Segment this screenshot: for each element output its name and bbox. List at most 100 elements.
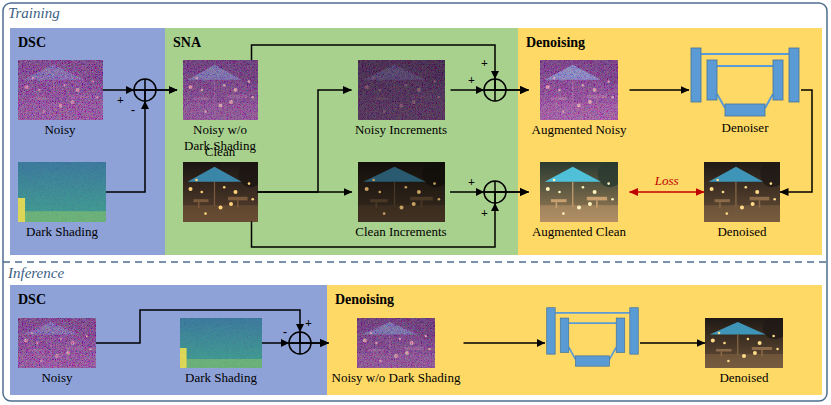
unet-bar: [707, 60, 717, 100]
sign-label: +: [481, 207, 488, 219]
photo-thumbnail: [18, 162, 106, 222]
scene-pole: [393, 182, 394, 207]
image-caption: Noisy Increments: [355, 122, 447, 138]
scene-table: [596, 200, 598, 207]
scene-light: [772, 335, 775, 338]
outer-frame: [3, 3, 827, 401]
noise-layer: [18, 318, 96, 368]
stage-panel: DSCNoisyDark Shading: [10, 285, 327, 395]
scene-table: [715, 199, 730, 202]
image-panel: Noisy: [18, 60, 103, 138]
scene-table: [193, 199, 208, 202]
scene-light: [399, 206, 403, 210]
scene-tree: [422, 162, 445, 187]
noise-layer: [18, 60, 103, 120]
image-panel: Dark Shading: [18, 162, 106, 240]
scene-umbrella: [709, 167, 764, 182]
noise-tint: [540, 60, 618, 120]
photo-thumbnail: [183, 162, 258, 222]
unet-icon: [689, 46, 801, 118]
scene-table: [375, 202, 377, 208]
network-block: Denoiser: [689, 46, 801, 136]
edge-label: Loss: [655, 174, 679, 188]
panel-heading: Denoising: [335, 292, 394, 308]
scene-table: [556, 202, 558, 208]
image-panel: Noisy Increments: [352, 60, 451, 138]
scene-light: [716, 179, 719, 182]
scene-light: [404, 186, 407, 189]
stage-panel: DenoisingAugmented NoisyDenoiserAugmente…: [518, 28, 822, 255]
scene-light: [411, 202, 415, 206]
unet-bar: [773, 60, 783, 100]
scene-light: [755, 190, 759, 194]
scene-light: [247, 182, 250, 185]
scene-floor: [540, 205, 618, 222]
noise-layer: [358, 60, 445, 120]
scene-table: [750, 197, 770, 201]
unet-bar: [725, 104, 765, 116]
noise-tint: [18, 60, 103, 120]
photo-thumbnail: [540, 60, 618, 120]
sign-label: -: [131, 104, 135, 116]
image-caption: Noisy: [44, 122, 75, 138]
image-caption: Denoised: [717, 224, 766, 240]
scene-light: [747, 338, 750, 341]
sign-label: -: [283, 326, 287, 338]
scene-light: [378, 191, 381, 194]
unet-bar: [560, 318, 568, 352]
image-panel: Denoised: [705, 318, 783, 386]
scene-light: [722, 191, 725, 194]
image-panel: Noisy: [18, 318, 96, 386]
scene-table: [759, 200, 761, 207]
flow-arrow: [258, 191, 353, 193]
noise-layer: [540, 60, 618, 120]
scene-pole: [735, 182, 736, 207]
image-panel: Noisy w/o Dark Shading: [177, 60, 263, 153]
section-divider: [3, 261, 827, 263]
scene-light: [607, 182, 610, 185]
noise-tint: [358, 60, 445, 120]
flow-arrow: [96, 310, 329, 343]
flow-arrow: [630, 191, 705, 193]
scene-table: [410, 197, 433, 201]
sign-label: +: [468, 176, 475, 188]
stage-panel: DenoisingNoisy w/o Dark Shading Denoised: [327, 285, 822, 395]
photo-thumbnail: [183, 60, 258, 120]
scene-light: [723, 342, 726, 345]
scene-light: [577, 206, 581, 210]
unet-bar: [789, 48, 799, 102]
scene-tree: [760, 162, 780, 187]
photo-thumbnail: [540, 162, 618, 222]
scene-light: [204, 212, 207, 215]
scene-tree: [598, 162, 618, 187]
scene-light: [611, 198, 614, 201]
photo-thumbnail: [357, 318, 435, 368]
scene-table: [228, 196, 248, 200]
image-caption: Denoiser: [722, 120, 769, 136]
scene-light: [751, 202, 755, 206]
scene-light: [546, 187, 550, 191]
shading-ground: [18, 162, 106, 222]
scene-floor: [358, 205, 445, 222]
scene-table: [237, 200, 239, 207]
unet-bar: [691, 48, 701, 102]
scene-light: [372, 179, 375, 182]
image-caption: Clean: [205, 144, 235, 160]
scene-light: [222, 185, 225, 188]
scene-light: [553, 179, 556, 182]
flow-arrow: [451, 89, 529, 91]
image-panel: Denoised: [704, 162, 780, 240]
photo-thumbnail: [358, 162, 445, 222]
image-caption: Noisy w/o Dark Shading: [332, 370, 461, 386]
scene-light: [229, 202, 233, 206]
sum-junctions: [134, 79, 506, 354]
flow-arrow: [780, 90, 812, 192]
scene-light: [218, 205, 222, 209]
scene-ground: [18, 60, 103, 120]
section-region: InferenceDSCNoisyDark ShadingDenoisingNo…: [3, 263, 827, 401]
image-panel: Clean Increments: [352, 162, 450, 240]
photo-thumbnail: [358, 60, 445, 120]
photo-thumbnail: [180, 318, 262, 368]
sign-label: +: [468, 74, 475, 86]
